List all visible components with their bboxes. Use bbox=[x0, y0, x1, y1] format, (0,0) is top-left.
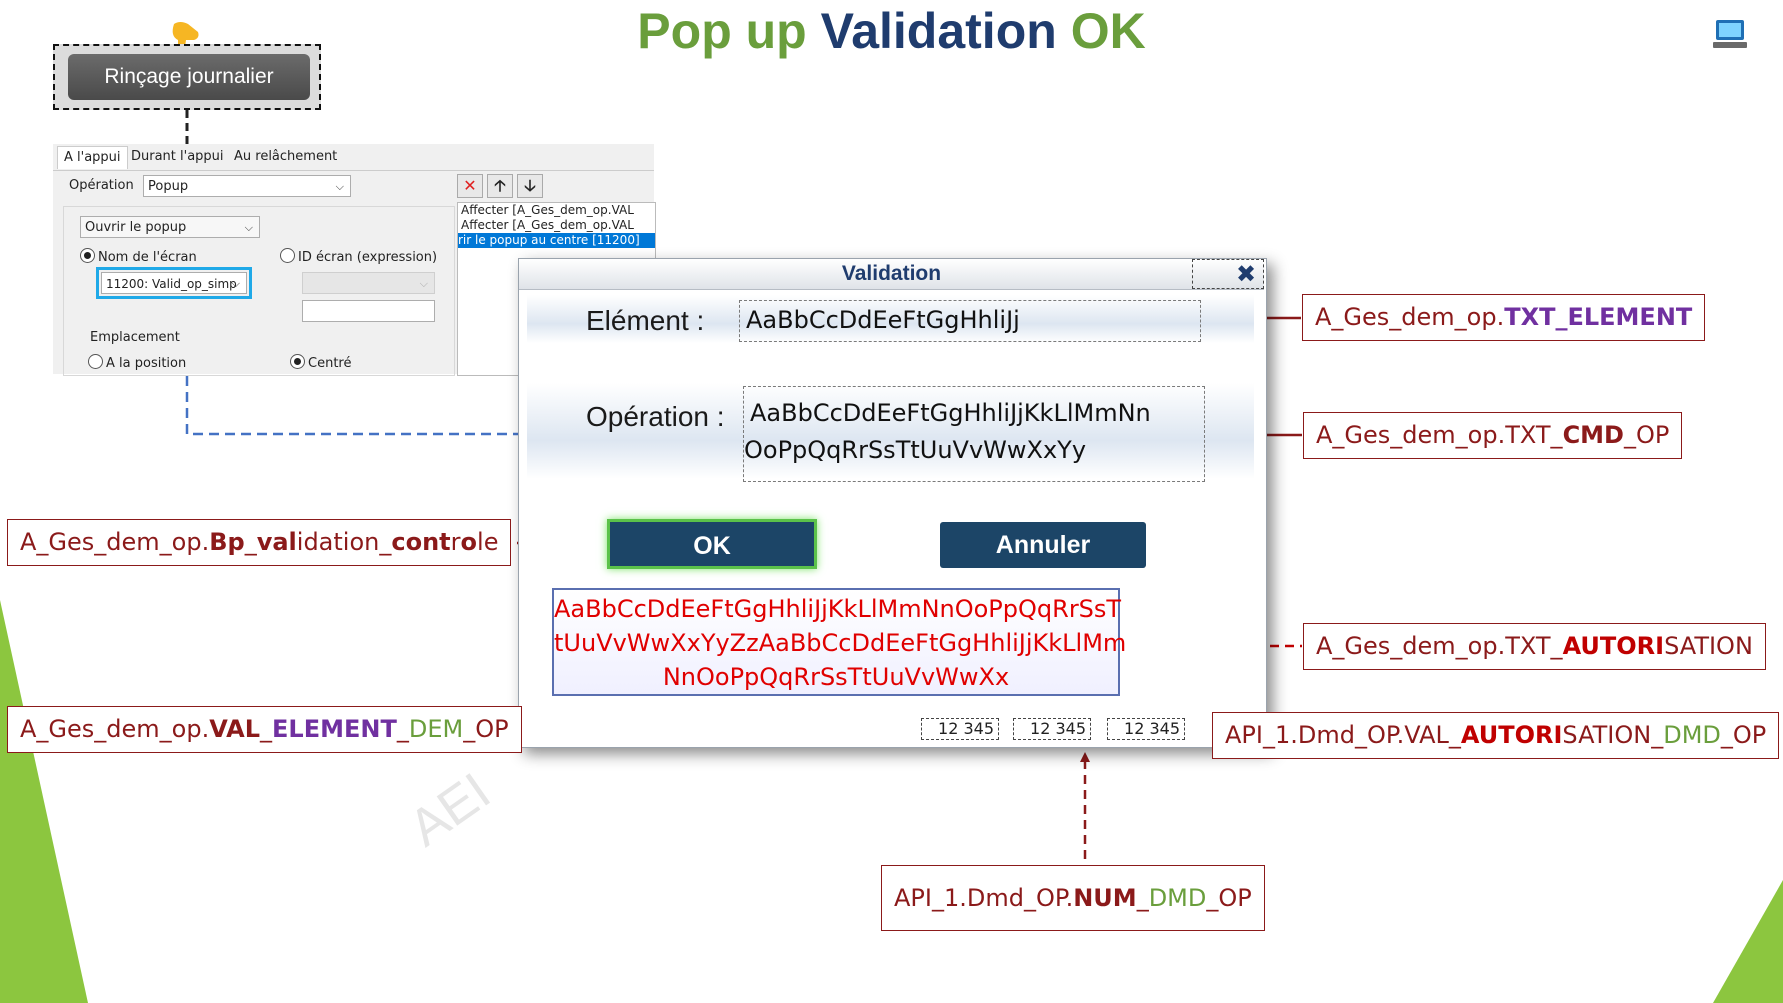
chevron-down-icon: ⌵ bbox=[419, 277, 428, 290]
radio-centered[interactable]: Centré bbox=[290, 354, 351, 371]
chevron-down-icon: ⌵ bbox=[244, 221, 253, 234]
operation-field: AaBbCcDdEeFtGgHhliJjKkLlMmNn OoPpQqRrSsT… bbox=[743, 386, 1205, 482]
operation-value: Popup bbox=[148, 179, 189, 194]
label-bp-validation-controle: A_Ges_dem_op.Bp_validation_controle bbox=[7, 519, 512, 566]
radio-on-icon bbox=[80, 248, 95, 263]
close-button[interactable]: ✖ bbox=[1232, 261, 1260, 287]
rincage-button[interactable]: Rinçage journalier bbox=[68, 54, 310, 100]
list-item-selected[interactable]: rir le popup au centre [11200] bbox=[458, 233, 655, 248]
action-select[interactable]: Ouvrir le popup ⌵ bbox=[80, 216, 260, 238]
radio-centered-label: Centré bbox=[308, 356, 352, 371]
radio-screen-id[interactable]: ID écran (expression) bbox=[280, 248, 437, 265]
chevron-down-icon: ⌵ bbox=[335, 180, 344, 193]
radio-at-position-label: A la position bbox=[106, 356, 187, 371]
arrow-down-icon: 🡣 bbox=[524, 176, 536, 195]
authorization-line-2: tUuVvWwXxYyZzAaBbCcDdEeFtGgHhliJjKkLlMm bbox=[554, 629, 1127, 657]
list-item[interactable]: Affecter [A_Ges_dem_op.VAL bbox=[461, 218, 634, 232]
move-up-button[interactable]: 🡡 bbox=[487, 174, 513, 198]
decor-left-triangle bbox=[0, 600, 88, 1003]
screen-id-select[interactable]: ⌵ bbox=[302, 272, 435, 294]
operation-line-2: OoPpQqRrSsTtUuVvWwXxYy bbox=[744, 436, 1087, 464]
radio-on-icon bbox=[290, 354, 305, 369]
value-field-3: 12 345 bbox=[1107, 718, 1185, 740]
authorization-text: AaBbCcDdEeFtGgHhliJjKkLlMmNnOoPpQqRrSsT … bbox=[552, 588, 1127, 696]
screen-select-highlight bbox=[96, 267, 252, 299]
close-icon: ✖ bbox=[1235, 260, 1257, 288]
radio-at-position[interactable]: A la position bbox=[88, 354, 186, 371]
label-num-dmd-op: API_1.Dmd_OP.NUM_DMD_OP bbox=[881, 865, 1265, 931]
close-button-frame bbox=[1192, 259, 1264, 289]
move-down-button[interactable]: 🡣 bbox=[517, 174, 543, 198]
tab-a-lappui[interactable]: A l'appui bbox=[57, 146, 128, 169]
operation-line-1: AaBbCcDdEeFtGgHhliJjKkLlMmNn bbox=[750, 399, 1151, 427]
placement-label: Emplacement bbox=[90, 330, 180, 345]
authorization-line-3: NnOoPpQqRrSsTtUuVvWwXx bbox=[662, 663, 1010, 691]
radio-screen-id-label: ID écran (expression) bbox=[298, 250, 438, 265]
operation-label: Opération bbox=[69, 178, 134, 193]
list-item[interactable]: Affecter [A_Ges_dem_op.VAL bbox=[461, 203, 634, 217]
element-field: AaBbCcDdEeFtGgHhliJj bbox=[739, 300, 1201, 342]
value-field-1: 12 345 bbox=[921, 718, 999, 740]
label-txt-element: A_Ges_dem_op.TXT_ELEMENT bbox=[1302, 294, 1706, 341]
radio-screen-name-label: Nom de l'écran bbox=[98, 250, 197, 265]
label-val-autorisation-dmd-op: API_1.Dmd_OP.VAL_AUTORISATION_DMD_OP bbox=[1212, 712, 1780, 759]
page-title: Pop up Validation OK bbox=[637, 3, 1146, 59]
operation-label: Opération : bbox=[586, 401, 725, 432]
cancel-button[interactable]: Annuler bbox=[940, 522, 1146, 568]
validation-popup: Validation ✖ Elément : AaBbCcDdEeFtGgHhl… bbox=[518, 258, 1267, 748]
tab-bar bbox=[53, 144, 654, 171]
radio-screen-name[interactable]: Nom de l'écran bbox=[80, 248, 197, 265]
close-icon: ✕ bbox=[463, 176, 477, 195]
screen-value: 11200: Valid_op_simp bbox=[106, 277, 237, 291]
decor-right-triangle bbox=[1713, 880, 1783, 1003]
arrow-up-icon: 🡡 bbox=[494, 176, 506, 195]
popup-title: Validation bbox=[519, 259, 1264, 290]
ok-button[interactable]: OK bbox=[607, 519, 817, 569]
value-field-2: 12 345 bbox=[1013, 718, 1091, 740]
label-val-element-dem-op: A_Ges_dem_op.VAL_ELEMENT_DEM_OP bbox=[7, 706, 522, 753]
chevron-down-icon: ⌵ bbox=[231, 277, 240, 290]
action-value: Ouvrir le popup bbox=[85, 220, 187, 235]
tab-au-relachement[interactable]: Au relâchement bbox=[234, 149, 338, 164]
computer-icon bbox=[1713, 20, 1747, 48]
authorization-line-1: AaBbCcDdEeFtGgHhliJjKkLlMmNnOoPpQqRrSsT bbox=[554, 595, 1122, 623]
operation-row bbox=[527, 383, 1254, 479]
delete-action-button[interactable]: ✕ bbox=[457, 174, 483, 198]
tab-durant-lappui[interactable]: Durant l'appui bbox=[131, 149, 224, 164]
operation-select[interactable]: Popup ⌵ bbox=[143, 175, 351, 197]
radio-off-icon bbox=[280, 248, 295, 263]
label-txt-cmd-op: A_Ges_dem_op.TXT_CMD_OP bbox=[1303, 412, 1683, 459]
options-group bbox=[63, 206, 455, 376]
element-row bbox=[527, 295, 1254, 343]
element-label: Elément : bbox=[586, 305, 705, 336]
radio-off-icon bbox=[88, 354, 103, 369]
screen-id-expression-input[interactable] bbox=[302, 300, 435, 322]
screen-select[interactable]: 11200: Valid_op_simp⌵ bbox=[101, 272, 247, 294]
label-txt-autorisation: A_Ges_dem_op.TXT_AUTORISATION bbox=[1303, 623, 1766, 670]
